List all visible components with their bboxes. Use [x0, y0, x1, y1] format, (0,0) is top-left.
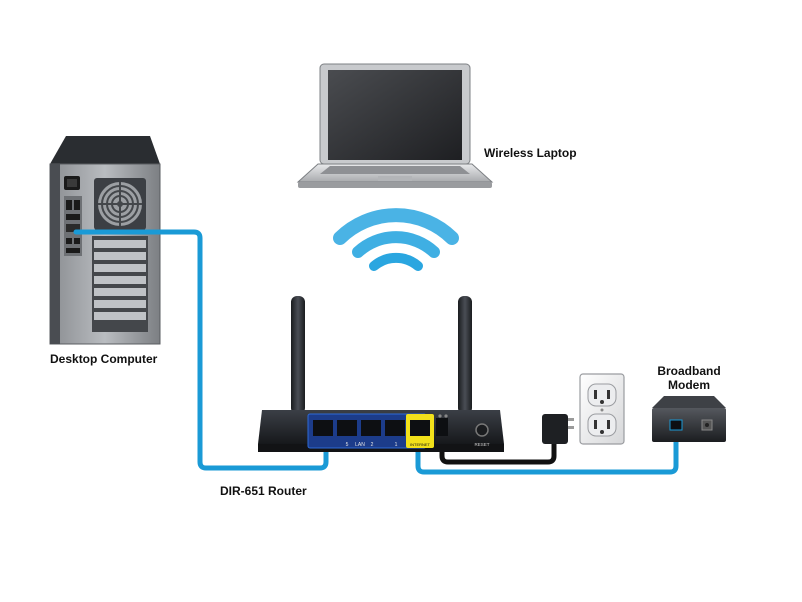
router: 5 LAN 2 1 INTERNET RESET — [258, 296, 504, 452]
antenna-left — [291, 296, 305, 414]
power-cable — [439, 437, 557, 465]
fan-icon — [94, 178, 146, 230]
wireless-laptop-label: Wireless Laptop — [484, 146, 577, 160]
router-internet-label: INTERNET — [410, 442, 431, 447]
antenna-right — [458, 296, 472, 414]
modem-label-line1: Broadband — [657, 364, 721, 378]
desktop-computer-label: Desktop Computer — [50, 352, 158, 366]
router-port-5-label: 5 — [346, 442, 349, 448]
modem-label: Broadband Modem — [648, 364, 730, 392]
router-port-2-label: 2 — [371, 442, 374, 448]
ethernet-cable-desktop — [73, 229, 329, 471]
desktop-computer — [49, 136, 161, 345]
wifi-signal-icon — [333, 208, 459, 271]
router-label: DIR-651 Router — [220, 484, 307, 498]
router-reset-label: RESET — [474, 442, 489, 447]
router-port-1-label: 1 — [395, 442, 398, 448]
router-lan-label: LAN — [355, 442, 365, 448]
wall-outlet — [579, 373, 625, 445]
modem-label-line2: Modem — [668, 378, 710, 392]
ethernet-cable-modem — [415, 423, 679, 475]
power-adapter — [542, 414, 574, 444]
broadband-modem — [652, 396, 726, 442]
wireless-laptop — [296, 63, 494, 188]
